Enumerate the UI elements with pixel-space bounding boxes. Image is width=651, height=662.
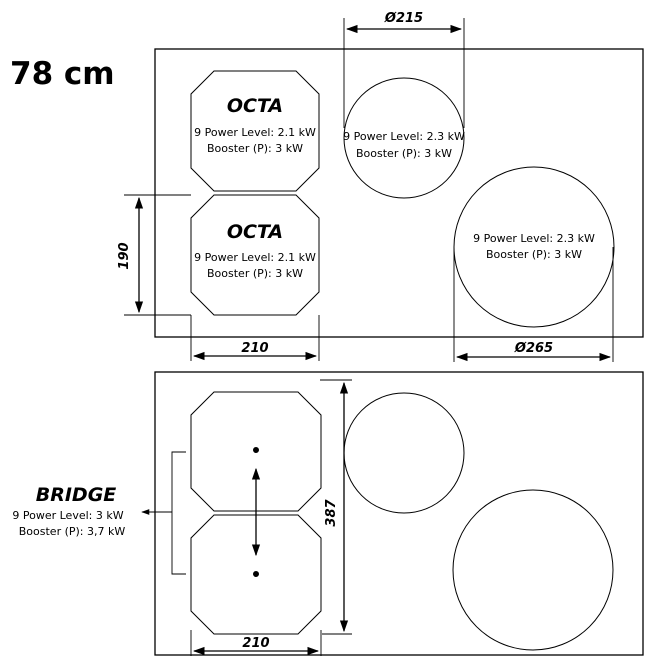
octa-width-top-label: 210 <box>241 341 268 356</box>
bridge-booster: Booster (P): 3,7 kW <box>19 525 126 538</box>
octa-zone-top-booster: Booster (P): 3 kW <box>207 142 303 155</box>
octa-zone-top <box>190 70 320 192</box>
large-round-zone <box>453 166 615 328</box>
small-round-zone-booster: Booster (P): 3 kW <box>356 147 452 160</box>
large-diameter-label: Ø265 <box>514 341 553 356</box>
bridge-title: BRIDGE <box>36 484 117 506</box>
bridge-height-label: 387 <box>324 498 339 526</box>
octa-zone-bottom-booster: Booster (P): 3 kW <box>207 267 303 280</box>
hob-bottom-outline <box>154 371 644 656</box>
octa-zone-bottom-power: 9 Power Level: 2.1 kW <box>194 251 316 264</box>
octa-zone-bottom-title: OCTA <box>227 221 283 243</box>
octa-width-bottom-label: 210 <box>242 636 269 651</box>
octa-zone-bottom <box>190 194 320 316</box>
bridge-dot-upper <box>253 447 259 453</box>
large-round-zone-power: 9 Power Level: 2.3 kW <box>473 232 595 245</box>
bridge-dot-lower <box>253 571 259 577</box>
octa-height-label: 190 <box>117 242 132 269</box>
small-round-zone <box>343 77 465 199</box>
small-round-zone-bottom <box>343 392 465 514</box>
hob-top-outline <box>154 48 644 338</box>
hob-width-title: 78 cm <box>10 56 115 92</box>
large-round-zone-booster: Booster (P): 3 kW <box>486 248 582 261</box>
small-diameter-label: Ø215 <box>384 11 423 26</box>
octa-zone-top-title: OCTA <box>227 95 283 117</box>
bridge-power: 9 Power Level: 3 kW <box>12 509 123 522</box>
large-round-zone-bottom <box>452 489 614 651</box>
small-round-zone-power: 9 Power Level: 2.3 kW <box>343 130 465 143</box>
bridge-bracket <box>171 451 186 575</box>
octa-zone-top-power: 9 Power Level: 2.1 kW <box>194 126 316 139</box>
